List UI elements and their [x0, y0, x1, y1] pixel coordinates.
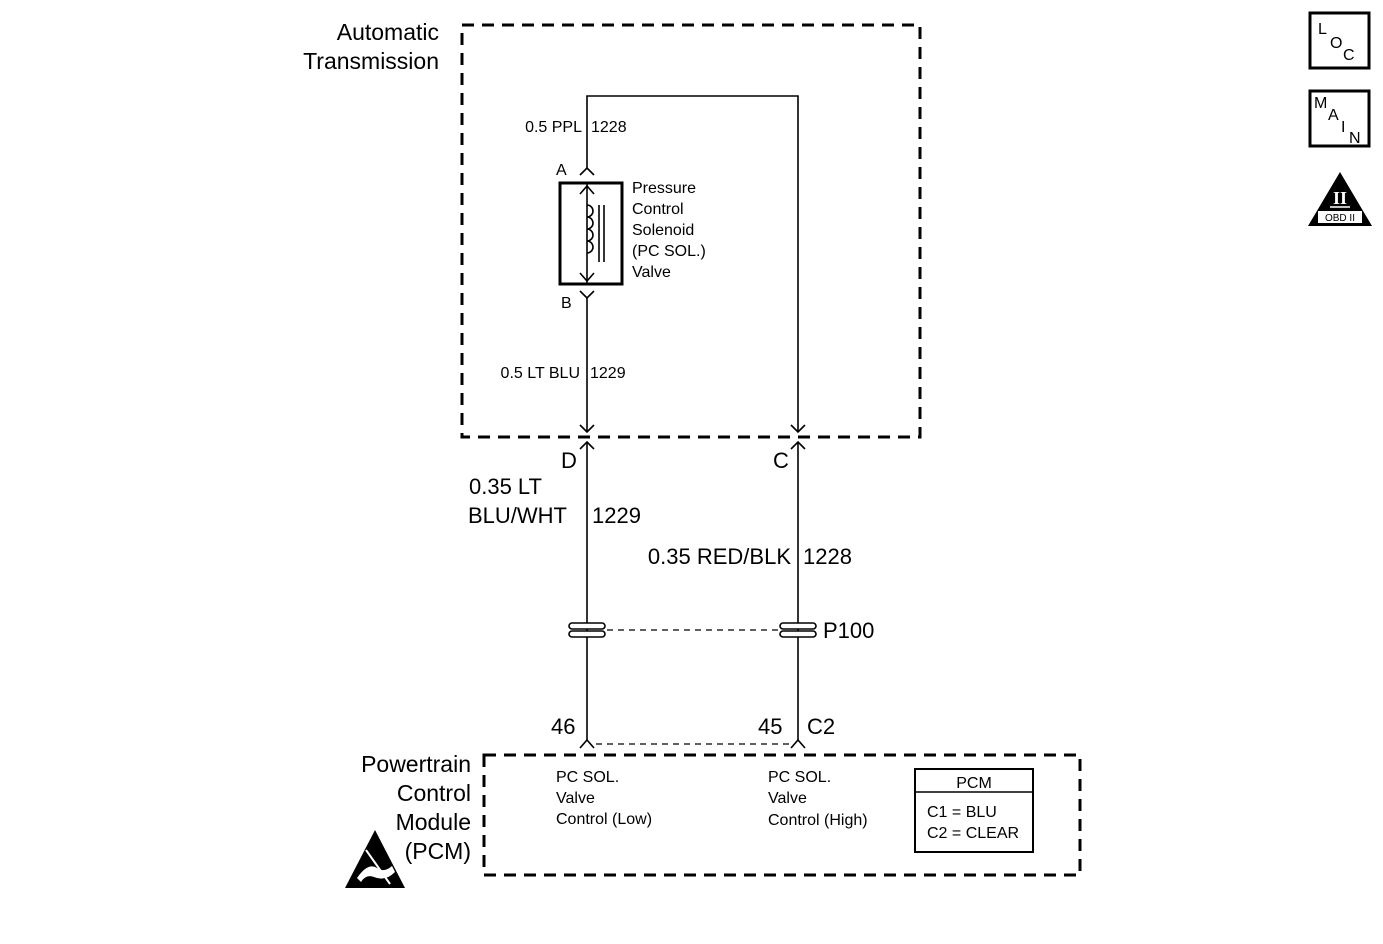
pcm-legend-c1: C1 = BLU [927, 804, 997, 821]
solenoid-label-3: Solenoid [632, 222, 694, 239]
solenoid-coil-icon [579, 183, 605, 284]
wire-ppl-circuit: 1228 [591, 119, 627, 136]
pcm-high-label-1: PC SOL. [768, 769, 831, 786]
pcm-legend-c2: C2 = CLEAR [927, 825, 1019, 842]
obd-label: OBD II [1325, 213, 1355, 224]
pcm-low-label-3: Control (Low) [556, 811, 652, 828]
pcm-connector-marks [579, 738, 806, 749]
pcm-pin-46-label: 46 [551, 714, 575, 739]
pcm-low-label-2: Valve [556, 790, 595, 807]
solenoid-label-2: Control [632, 201, 684, 218]
pin-a-label: A [556, 162, 567, 179]
wire-ppl-label: 0.5 PPL [525, 119, 582, 136]
main-letter-i: I [1341, 119, 1345, 136]
pcm-legend [914, 768, 1034, 853]
wire-ltblu-circuit: 1229 [590, 365, 626, 382]
esd-warning-icon [345, 830, 405, 888]
pcm-title-3: Module [396, 809, 471, 835]
main-letter-a: A [1328, 107, 1339, 124]
loc-letter-o: O [1330, 35, 1342, 52]
obd-ii-nav-button[interactable]: II OBD II [1308, 172, 1372, 226]
transmission-title-1: Automatic [337, 19, 439, 45]
pcm-title-2: Control [397, 780, 471, 806]
transmission-boundary [460, 23, 922, 439]
loc-nav-button[interactable]: L O C [1308, 11, 1371, 70]
solenoid-label-5: Valve [632, 264, 671, 281]
inline-connector-label: P100 [823, 618, 874, 643]
pin-a-mark [579, 166, 595, 176]
loc-letter-c: C [1343, 47, 1355, 64]
pin-b-mark [579, 290, 595, 300]
obd-numeral: II [1333, 188, 1347, 208]
pcm-high-label-3: Control (High) [768, 812, 868, 829]
wire-ltblu-label: 0.5 LT BLU [501, 365, 580, 382]
pin-c-label: C [773, 448, 789, 473]
main-nav-button[interactable]: M A I N [1308, 89, 1371, 148]
wire-ppl-1228 [586, 95, 799, 432]
wire-red-blk-circuit: 1228 [803, 544, 852, 569]
pin-b-label: B [561, 295, 572, 312]
main-letter-n: N [1349, 130, 1361, 147]
pcm-title-4: (PCM) [405, 838, 471, 864]
pcm-boundary [482, 753, 1082, 877]
pin-d-label: D [561, 448, 577, 473]
loc-letter-l: L [1318, 21, 1327, 38]
wire-red-blk-label: 0.35 RED/BLK [648, 544, 791, 569]
pcm-title-1: Powertrain [361, 751, 471, 777]
pcm-connector-label: C2 [807, 714, 835, 739]
transmission-title-2: Transmission [303, 48, 439, 74]
pcm-legend-title: PCM [956, 775, 992, 792]
pressure-control-solenoid [558, 181, 624, 286]
solenoid-label-4: (PC SOL.) [632, 243, 706, 260]
main-letter-m: M [1314, 95, 1327, 112]
pcm-high-label-2: Valve [768, 790, 807, 807]
inline-connector-p100 [568, 622, 817, 638]
pcm-low-label-1: PC SOL. [556, 769, 619, 786]
solenoid-label-1: Pressure [632, 180, 696, 197]
wire-ltblu-wht-circuit: 1229 [592, 503, 641, 528]
pcm-pin-45-label: 45 [758, 714, 782, 739]
wire-ltblu-wht-label-2: BLU/WHT [468, 503, 567, 528]
wire-ltblu-wht-label-1: 0.35 LT [469, 474, 542, 499]
